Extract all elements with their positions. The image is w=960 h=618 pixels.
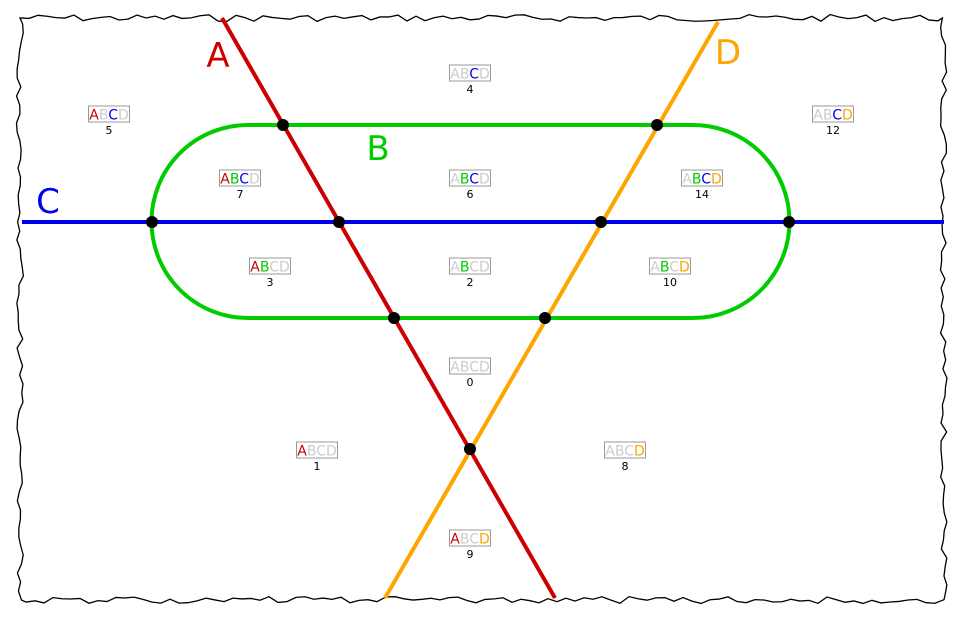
region-letters: ABCD [89, 108, 129, 124]
intersection-point [464, 443, 476, 455]
intersection-point [651, 119, 663, 131]
set-label-d: D [715, 33, 741, 73]
region-number: 14 [695, 188, 709, 201]
set-label-c: C [36, 182, 60, 222]
region-letters: ABCD [220, 172, 260, 188]
set-label-a: A [206, 36, 229, 76]
region-letters: ABCD [450, 260, 490, 276]
intersection-point [277, 119, 289, 131]
set-a-line [220, 17, 557, 599]
region-number: 7 [237, 188, 244, 201]
intersection-point [146, 216, 158, 228]
region-number: 4 [467, 83, 474, 96]
intersection-point [333, 216, 345, 228]
region-letters: ABCD [250, 260, 290, 276]
region-letters: ABCD [450, 360, 490, 376]
region-letters: ABCD [813, 108, 853, 124]
region-letters: ABCD [682, 172, 722, 188]
region-number: 6 [467, 188, 474, 201]
intersection-point [539, 312, 551, 324]
region-number: 8 [622, 460, 629, 473]
region-number: 10 [663, 276, 677, 289]
region-number: 9 [467, 548, 474, 561]
region-number: 0 [467, 376, 474, 389]
region-letters: ABCD [297, 444, 337, 460]
region-number: 1 [314, 460, 321, 473]
intersection-point [595, 216, 607, 228]
set-d-line [383, 20, 720, 600]
region-letters: ABCD [450, 172, 490, 188]
region-letters: ABCD [450, 532, 490, 548]
region-number: 5 [106, 124, 113, 137]
torn-paper-border [15, 13, 948, 605]
region-letters: ABCD [650, 260, 690, 276]
region-number: 2 [467, 276, 474, 289]
region-number: 12 [826, 124, 840, 137]
set-b-curve [149, 123, 792, 320]
set-label-b: B [366, 129, 389, 169]
region-letters: ABCD [605, 444, 645, 460]
region-letters: ABCD [450, 67, 490, 83]
region-number: 3 [267, 276, 274, 289]
intersection-point [783, 216, 795, 228]
intersection-point [388, 312, 400, 324]
